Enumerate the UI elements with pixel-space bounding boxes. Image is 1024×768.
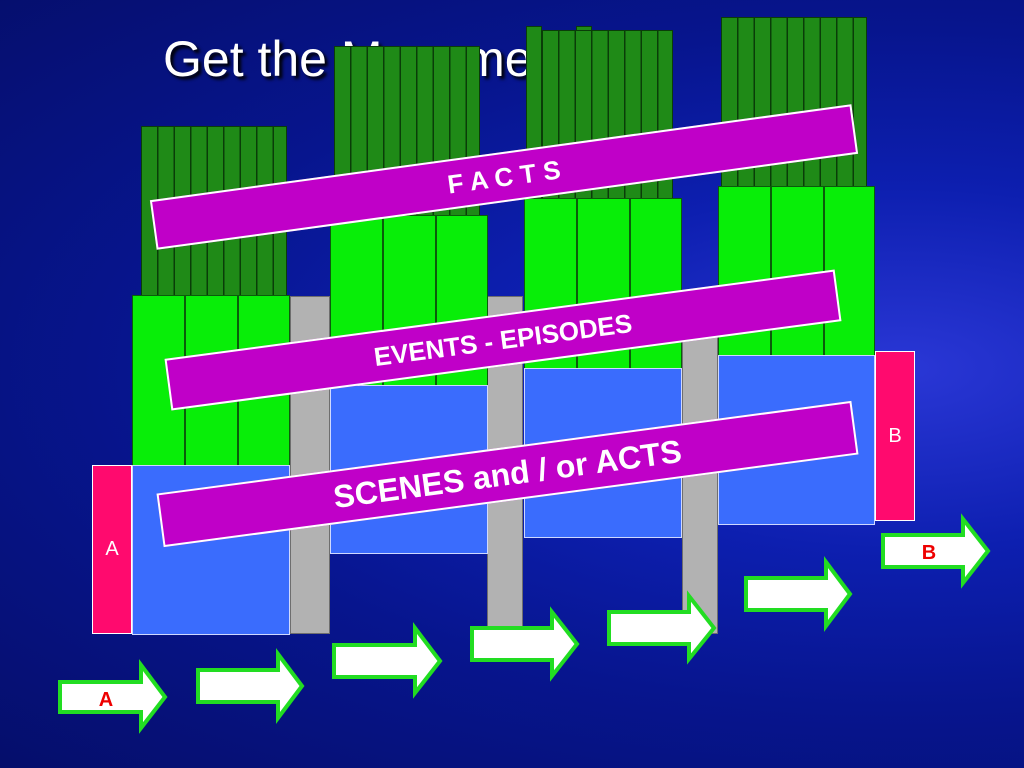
end-box: B — [875, 351, 915, 521]
start-box-label: A — [105, 538, 119, 560]
arrow-7: B — [881, 513, 991, 589]
arrow-5 — [607, 590, 717, 665]
start-box: A — [92, 465, 132, 634]
arrow-6 — [744, 556, 853, 632]
arrow-7-label: B — [922, 542, 936, 564]
arrow-1-label: A — [99, 689, 113, 711]
arrow-4 — [470, 606, 580, 682]
end-box-label: B — [888, 424, 902, 447]
arrow-1: A — [58, 659, 168, 734]
arrow-3 — [332, 622, 443, 699]
arrow-2 — [196, 648, 305, 724]
